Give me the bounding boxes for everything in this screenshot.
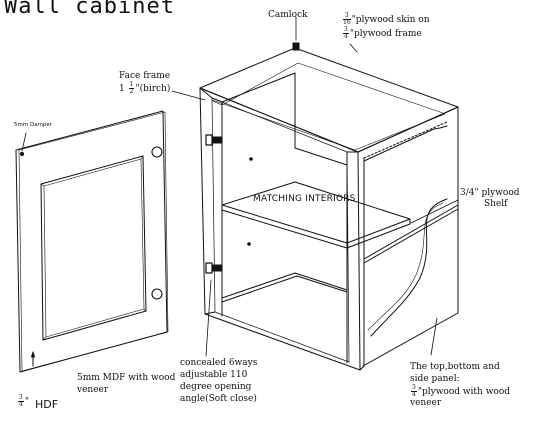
hdf-fraction-denominator: 4 <box>19 401 23 408</box>
shelf-pins <box>247 157 253 246</box>
panel-label-line1: The top,bottom and <box>410 362 500 372</box>
drawing-title: Wall cabinet <box>4 0 175 19</box>
skin-fraction-denominator: 16 <box>343 19 351 26</box>
camlock <box>292 42 300 51</box>
panel-fraction-denominator: 4 <box>412 391 416 398</box>
face-frame-label: Face frame <box>119 71 171 81</box>
door-panel <box>15 110 169 373</box>
skin-label-text: "plywood skin on <box>351 15 430 25</box>
face-frame <box>199 87 365 371</box>
mdf-label-line1: 5mm MDF with wood <box>77 373 176 383</box>
face-frame-fraction-denominator: 2 <box>129 88 134 95</box>
hinge-label-line1: concealed 6ways <box>180 358 258 368</box>
panel-label-text: "plywood with wood <box>417 387 511 397</box>
shelf-label-line2: Shelf <box>484 199 508 209</box>
shelf <box>221 181 411 249</box>
camlock-label: Camlock <box>268 10 308 20</box>
hdf-fraction-numerator: 3 <box>18 394 24 402</box>
hinge-label-line3: degree opening <box>180 382 252 392</box>
leader-lines <box>21 16 459 357</box>
mdf-label-line2: veneer <box>77 385 109 395</box>
damper-label: 5mm Damper <box>14 122 53 128</box>
brand-watermark: MATCHING INTERIORS <box>253 194 356 204</box>
cabinet-interior <box>221 72 348 303</box>
hinges <box>205 134 223 274</box>
face-frame-fraction-numerator: 1 <box>128 81 135 89</box>
face-frame-size-prefix: 1 <box>119 84 125 94</box>
hinge-label-line2: adjustable 110 <box>180 370 248 380</box>
hinge-label-line4: angle(Soft close) <box>180 394 257 404</box>
hdf-marker <box>31 351 35 367</box>
shelf-label-line1: 3/4" plywood <box>460 188 520 198</box>
panel-fraction-numerator: 3 <box>411 384 417 392</box>
door-damper <box>19 151 25 157</box>
panel-label-line2: side panel: <box>410 374 460 384</box>
frame-label-text: "plywood frame <box>349 29 422 39</box>
frame-fraction-numerator: 3 <box>343 26 349 34</box>
face-frame-size-text: "(birch) <box>135 84 171 94</box>
frame-fraction-denominator: 4 <box>344 33 348 40</box>
hdf-label: HDF <box>35 398 59 411</box>
door-hinge-cups <box>151 146 163 300</box>
skin-fraction-numerator: 3 <box>343 12 351 20</box>
panel-label-line4: veneer <box>410 398 442 408</box>
hdf-thickness-text: " <box>24 397 29 407</box>
